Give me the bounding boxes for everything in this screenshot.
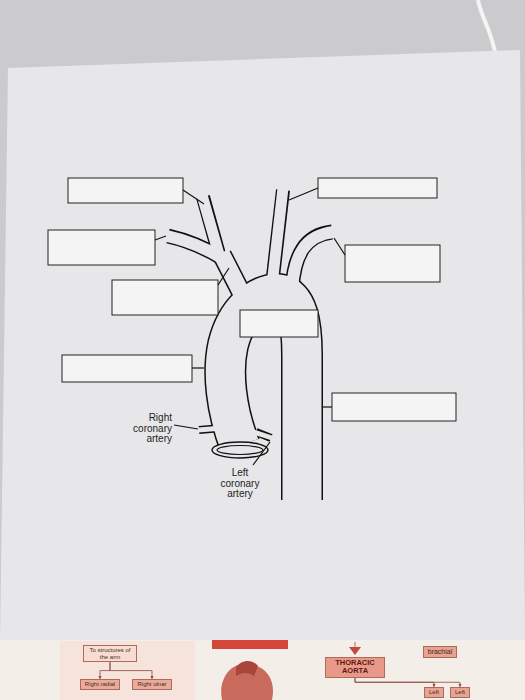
leader-line: [183, 190, 204, 204]
blank-box: [62, 355, 192, 382]
flow-box: THORACIC AORTA: [325, 657, 385, 678]
carotid-fill: [202, 195, 220, 258]
flow-line: [355, 642, 356, 647]
box-text: Right radial: [85, 681, 115, 688]
flow-box: brachial: [423, 646, 458, 658]
blank-box: [332, 393, 456, 421]
connector-arrow: [110, 662, 152, 679]
coronary-fill: [198, 428, 223, 430]
leader-line: [323, 406, 332, 407]
flow-box: Right radial: [80, 679, 120, 690]
red-bar: [212, 640, 288, 649]
subclavian-fill: [292, 232, 334, 290]
vessel-fills: [167, 188, 334, 501]
blank-box: [68, 178, 183, 203]
paper-sheet: [0, 50, 525, 642]
carotid-fill: [272, 188, 283, 285]
connector-arrow: [355, 678, 460, 688]
heart-illustration: [236, 661, 258, 676]
down-triangle: [349, 647, 361, 655]
leader-line: [192, 367, 204, 368]
connector-arrow: [100, 662, 110, 679]
box-text: To structures of the arm: [88, 647, 132, 660]
aortic-root-ring: [217, 446, 263, 455]
coronary-fill: [254, 432, 272, 438]
flow-box: To structures of the arm: [83, 645, 137, 662]
pale-panel: [60, 641, 195, 700]
part-label: Left coronary artery: [214, 468, 266, 500]
blank-box: [345, 245, 440, 282]
part-label: Right coronary artery: [116, 413, 172, 445]
leader-line: [253, 442, 270, 465]
blank-box: [240, 310, 318, 337]
box-text: Left: [429, 689, 439, 696]
trunk-fill: [221, 253, 245, 300]
flow-box: Left: [424, 687, 444, 698]
leader-line: [334, 238, 345, 255]
blank-box: [318, 178, 437, 198]
leader-line: [289, 188, 318, 200]
leader-line: [155, 236, 166, 240]
textbook-page: [0, 640, 525, 700]
box-text: brachial: [428, 648, 453, 656]
box-text: Left: [455, 689, 465, 696]
blank-boxes: [48, 178, 456, 421]
blank-box: [48, 230, 155, 265]
leader-line: [218, 268, 229, 285]
box-text: THORACIC AORTA: [330, 659, 380, 676]
box-text: Right ulnar: [137, 681, 166, 688]
blank-box: [112, 280, 218, 315]
leader-line: [174, 425, 198, 429]
flow-box: Right ulnar: [132, 679, 171, 690]
coronary-outline: [199, 428, 222, 430]
cable: [478, 0, 496, 58]
leader-lines: [155, 188, 345, 465]
flow-box: Left: [450, 687, 470, 698]
